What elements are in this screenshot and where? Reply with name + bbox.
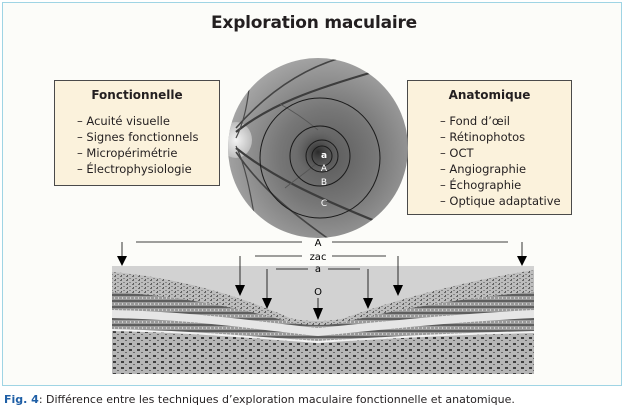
anatomical-heading: Anatomique (448, 88, 531, 102)
functional-box: Fonctionnelle Acuité visuelle Signes fon… (54, 80, 220, 186)
functional-item: Micropérimétrie (77, 145, 219, 161)
functional-item: Acuité visuelle (77, 113, 219, 129)
fundus-label-B: B (321, 178, 327, 188)
arrow-down-icon (262, 298, 272, 309)
oct-label-a: a (315, 264, 321, 275)
arrow-down-icon (393, 285, 403, 296)
arrow-down-icon (517, 256, 527, 266)
anatomical-item: Échographie (440, 177, 571, 193)
anatomical-item: OCT (440, 145, 571, 161)
oct-annotation-lines (121, 241, 523, 310)
ring-a-inner (311, 145, 333, 167)
anatomical-item: Rétinophotos (440, 129, 571, 145)
arrow-down-icon (235, 285, 245, 296)
figure-title: Exploration maculaire (211, 13, 417, 33)
oct-label-zac: zac (310, 252, 327, 263)
ring-b (289, 125, 351, 187)
oct-label-O: O (314, 287, 322, 298)
arrow-down-icon (117, 256, 127, 266)
fundus-label-a: a (321, 151, 327, 161)
functional-item: Électrophysiologie (77, 161, 219, 177)
anatomical-item: Fond d’œil (440, 113, 571, 129)
oct-arrows (117, 256, 527, 320)
anatomical-item: Optique adaptative (440, 193, 571, 209)
ring-c (259, 97, 381, 219)
anatomical-list: Fond d’œil Rétinophotos OCT Angiographie… (408, 113, 571, 209)
oct-layers (112, 266, 534, 374)
fundus-label-C: C (321, 199, 327, 209)
caption-text: : Différence entre les techniques d’expl… (38, 393, 515, 406)
oct-scan: A zac a O (112, 238, 534, 374)
fundus-label-A: A (321, 164, 328, 174)
functional-heading: Fonctionnelle (91, 88, 183, 102)
oct-label-A: A (315, 238, 322, 249)
arrow-down-icon (313, 308, 323, 320)
caption-label: Fig. 4 (4, 393, 39, 406)
optic-disc (228, 122, 252, 158)
anatomical-item: Angiographie (440, 161, 571, 177)
ring-a-outer (305, 139, 339, 173)
arrow-down-icon (363, 298, 373, 309)
functional-list: Acuité visuelle Signes fonctionnels Micr… (55, 113, 219, 177)
functional-item: Signes fonctionnels (77, 129, 219, 145)
figure-caption: Fig. 4: Différence entre les techniques … (4, 393, 515, 406)
fundus-image: a A B C (228, 58, 408, 238)
